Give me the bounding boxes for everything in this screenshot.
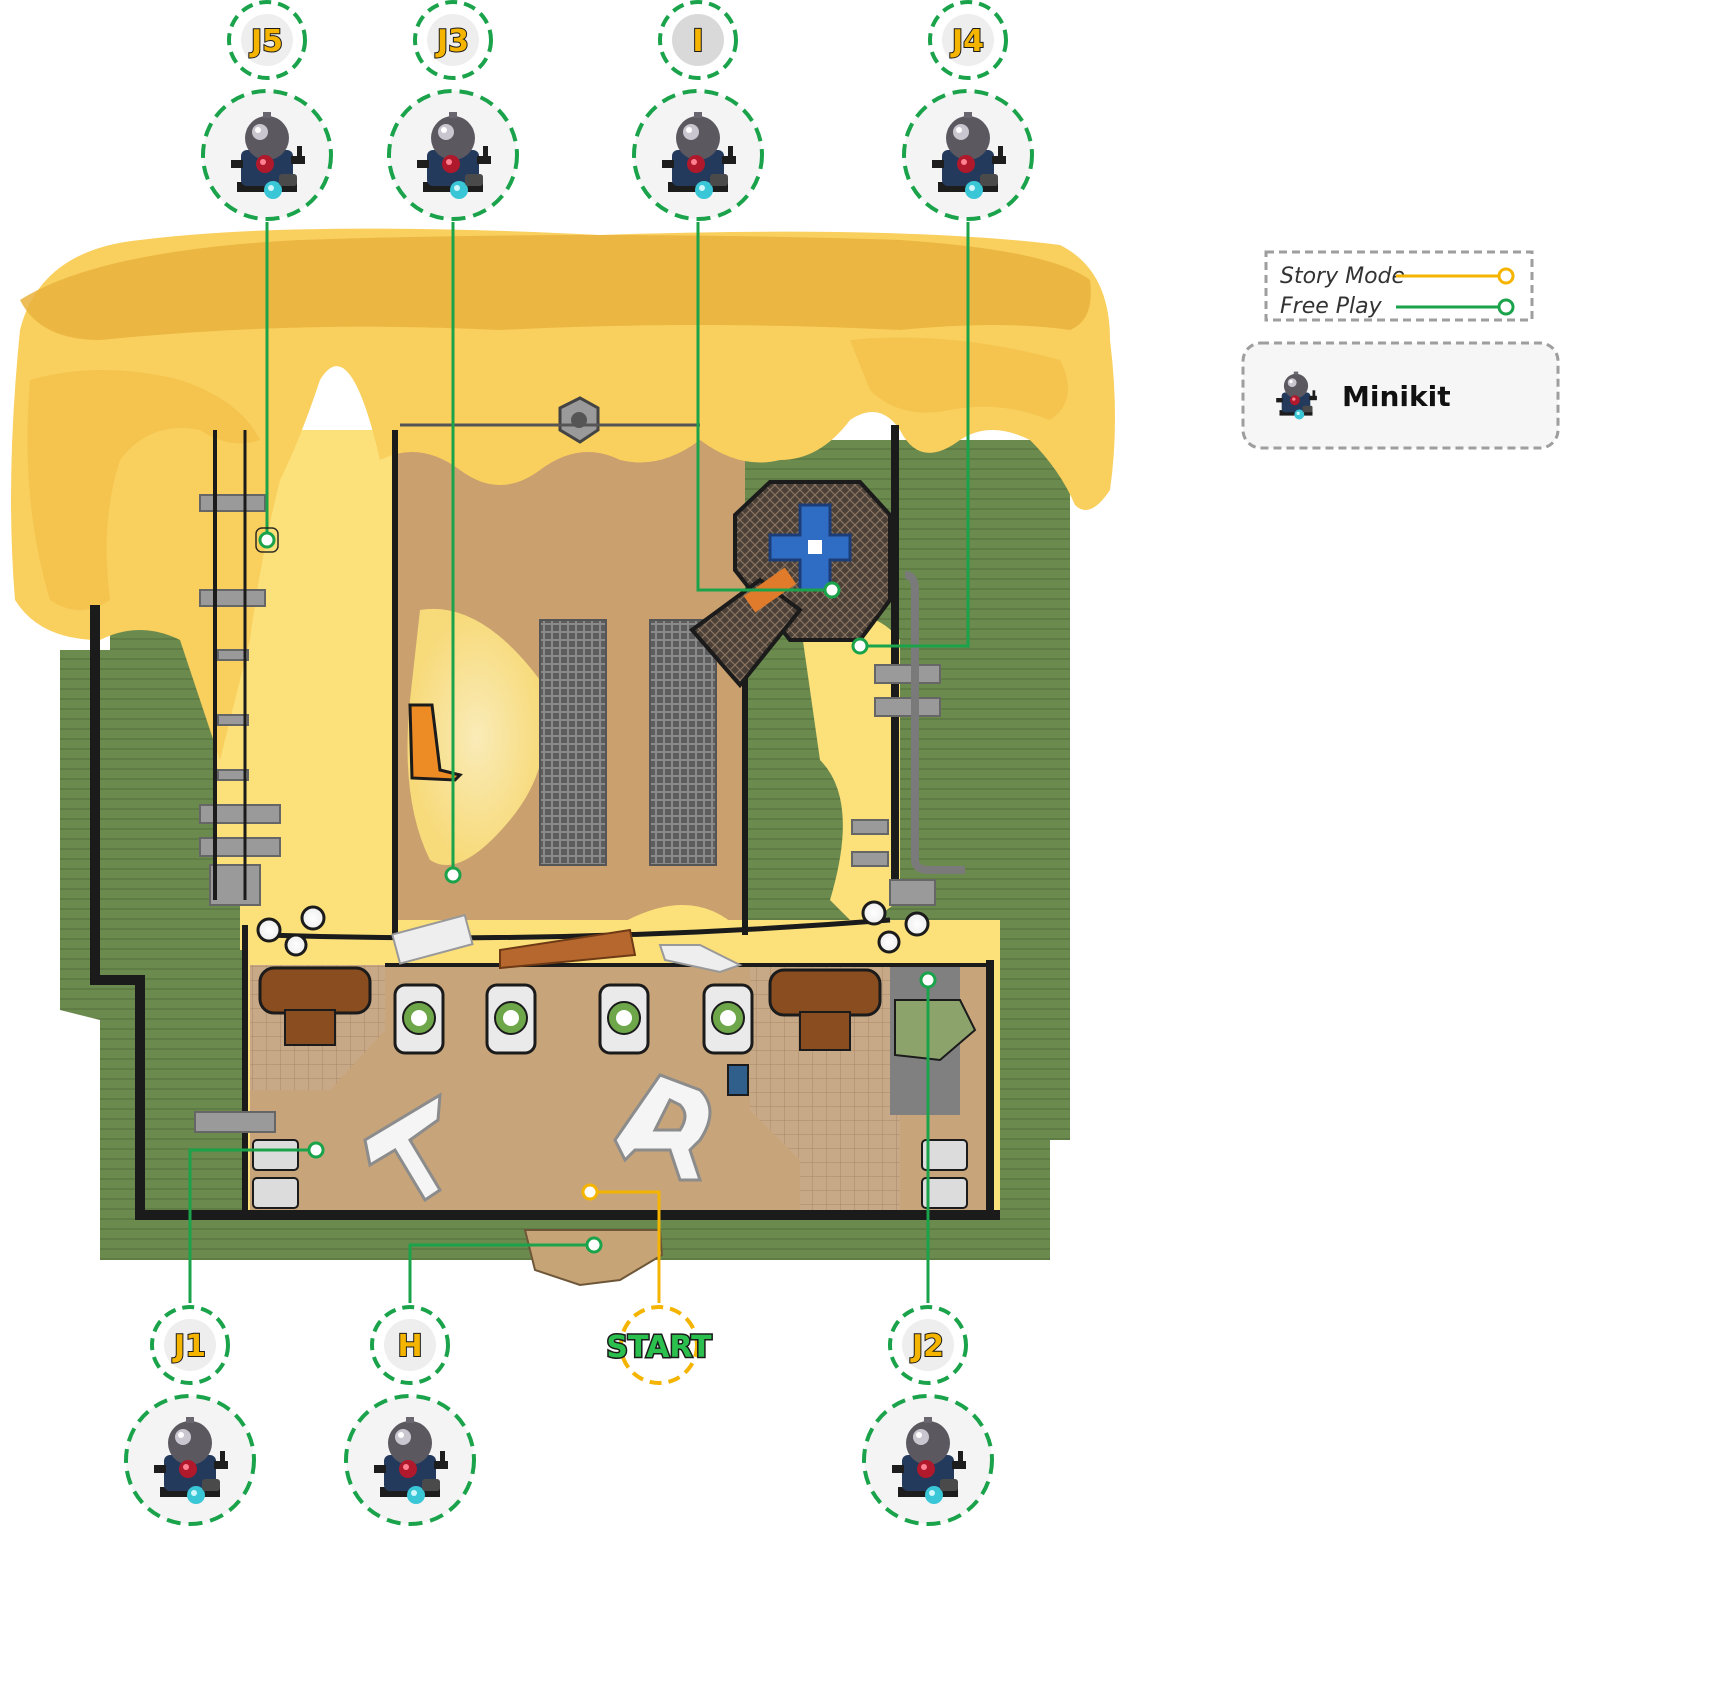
- marker-j1[interactable]: J1: [124, 1305, 256, 1526]
- legend: Story Mode Free Play Minikit: [1241, 250, 1560, 450]
- marker-label: START: [606, 1330, 712, 1365]
- marker-start[interactable]: START: [605, 1305, 714, 1385]
- map-terrain: [11, 228, 1115, 1287]
- legend-free-play-label: Free Play: [1280, 294, 1383, 319]
- legend-free-play-dot: [1497, 298, 1515, 316]
- marker-h[interactable]: H: [344, 1305, 476, 1526]
- line-start: [590, 1190, 661, 1303]
- marker-i[interactable]: I: [632, 0, 764, 221]
- octagon-platform: [689, 480, 892, 689]
- floor-letter-t: [363, 1092, 443, 1203]
- table-left: [258, 966, 372, 1046]
- marker-label: J4: [950, 24, 984, 59]
- gear-pedestals: [393, 983, 754, 1055]
- line-h: [408, 1243, 594, 1303]
- floor-letter-r: [613, 1073, 712, 1182]
- legend-minikit-label: Minikit: [1342, 380, 1451, 413]
- legend-modes-box: [1264, 250, 1534, 322]
- marker-j4[interactable]: J4: [902, 0, 1034, 221]
- legend-story-mode-label: Story Mode: [1280, 264, 1405, 289]
- marker-label: J3: [435, 24, 469, 59]
- legend-minikit-box: [1241, 341, 1560, 450]
- line-i: [696, 222, 832, 592]
- marker-label: J2: [910, 1329, 944, 1364]
- table-right: [768, 968, 882, 1051]
- route-endpoints: [255, 527, 937, 1254]
- marker-j3[interactable]: J3: [387, 0, 519, 221]
- line-j4: [860, 222, 970, 648]
- marker-j2[interactable]: J2: [862, 1305, 994, 1526]
- legend-story-mode-dot: [1497, 267, 1515, 285]
- marker-label: J1: [172, 1329, 206, 1364]
- marker-j5[interactable]: J5: [201, 0, 333, 221]
- marker-label: H: [397, 1329, 422, 1364]
- marker-label: I: [692, 24, 703, 59]
- route-lines: [188, 222, 970, 1303]
- marker-label: J5: [249, 24, 283, 59]
- line-j1: [188, 1148, 316, 1303]
